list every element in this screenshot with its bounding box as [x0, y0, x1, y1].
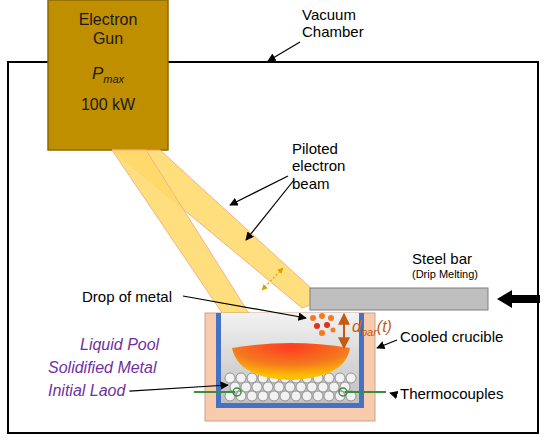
- thermocouple-label: Thermocouples: [400, 385, 503, 402]
- distance-symbol: d: [352, 318, 361, 335]
- pool-label: Liquid Pool: [80, 336, 159, 354]
- power-symbol: P: [92, 64, 103, 83]
- gun-title: Electron Gun: [78, 10, 138, 48]
- solid-label: Solidified Metal: [48, 359, 157, 377]
- distance-arg: (t): [377, 318, 392, 335]
- distance-label: dbar(t): [352, 318, 392, 339]
- power-value: 100 kW: [54, 95, 162, 114]
- distance-subscript: bar: [361, 326, 377, 338]
- beam-label: Piloted electron beam: [292, 140, 372, 192]
- load-label: Initial Laod: [48, 382, 125, 400]
- leader-line: [129, 385, 228, 391]
- drop-label: Drop of metal: [82, 288, 172, 305]
- bar-label: Steel bar: [412, 250, 472, 267]
- power-line: Pmax: [54, 64, 162, 86]
- crucible-label: Cooled crucible: [400, 328, 503, 345]
- bar-note: (Drip Melting): [412, 268, 478, 281]
- electron-gun-box: Electron GunPmax 100 kW: [48, 0, 168, 150]
- power-subscript: max: [103, 73, 124, 85]
- chamber-label: Vacuum Chamber: [302, 6, 397, 41]
